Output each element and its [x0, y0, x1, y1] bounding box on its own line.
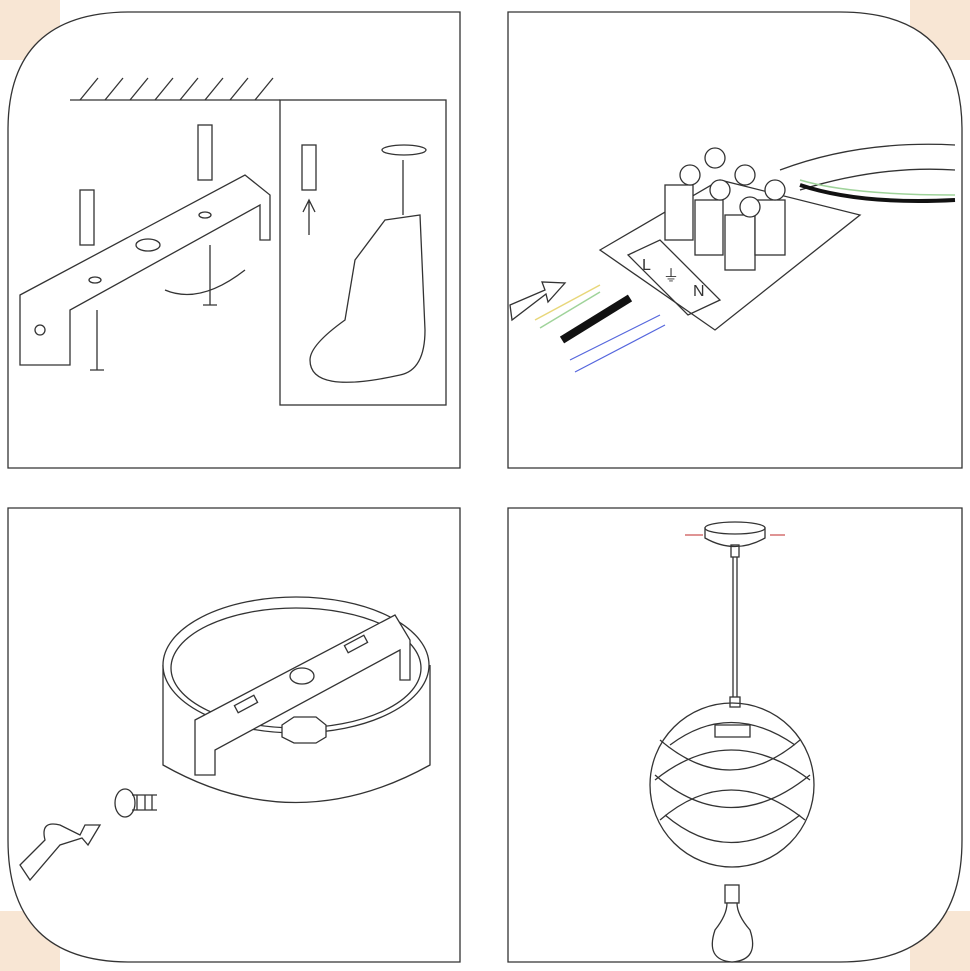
- panel-1-bracket-mounting: [19, 77, 447, 406]
- panel-2-wiring: L ⏚ N: [509, 143, 956, 373]
- terminal-label-neutral: N: [693, 283, 705, 300]
- terminal-label-live: L: [642, 257, 651, 274]
- terminal-label-earth: ⏚: [663, 267, 679, 285]
- panel-3-canopy: [19, 596, 431, 882]
- panel-4-pendant: [649, 521, 815, 963]
